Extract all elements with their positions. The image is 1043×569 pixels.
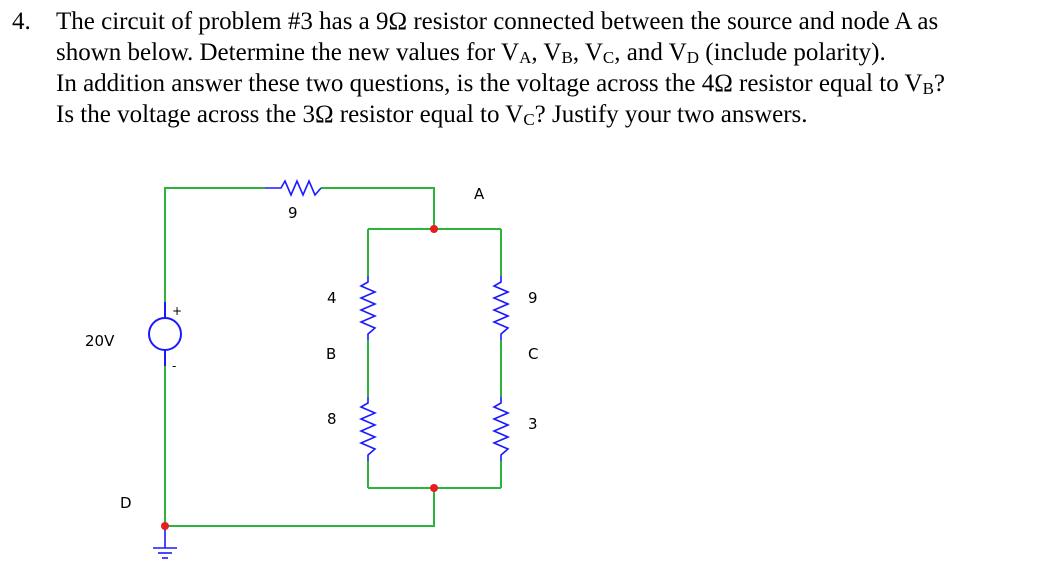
wire-bottom-return (164, 350, 435, 527)
node-dot-bottom (430, 484, 438, 492)
node-d-label: D (120, 494, 132, 512)
problem-statement: 4. The circuit of problem #3 has a 9Ω re… (12, 6, 1032, 130)
wire-9-to-a (321, 187, 435, 229)
resistor-4-value: 4 (327, 289, 337, 307)
resistor-9-series (265, 178, 322, 198)
voltage-source-icon (148, 302, 182, 366)
source-voltage-label: 20V (85, 332, 115, 350)
resistor-9-right (491, 276, 511, 340)
node-a-label: A (474, 185, 485, 203)
node-dot-a (430, 225, 438, 233)
node-c-label: C (528, 345, 538, 363)
problem-line-4: Is the voltage across the 3Ω resistor eq… (56, 101, 808, 129)
series-resistor-value: 9 (288, 204, 298, 222)
resistor-9-right-value: 9 (528, 289, 538, 307)
problem-line-3: In addition answer these two questions, … (56, 70, 946, 98)
resistor-3 (491, 397, 511, 461)
problem-line-1: The circuit of problem #3 has a 9Ω resis… (56, 8, 939, 35)
resistor-8 (358, 397, 378, 461)
ground-icon (153, 526, 177, 559)
node-b-label: B (326, 345, 336, 363)
node-dot-d (161, 522, 169, 530)
resistor-8-value: 8 (327, 410, 337, 428)
source-minus-sign: - (172, 359, 176, 373)
resistor-4 (358, 276, 378, 340)
problem-number: 4. (12, 8, 31, 35)
resistor-3-value: 3 (528, 415, 538, 433)
problem-line-2: shown below. Determine the new values fo… (56, 39, 886, 67)
wire-source-top (164, 187, 265, 318)
source-plus-sign: + (172, 304, 182, 318)
